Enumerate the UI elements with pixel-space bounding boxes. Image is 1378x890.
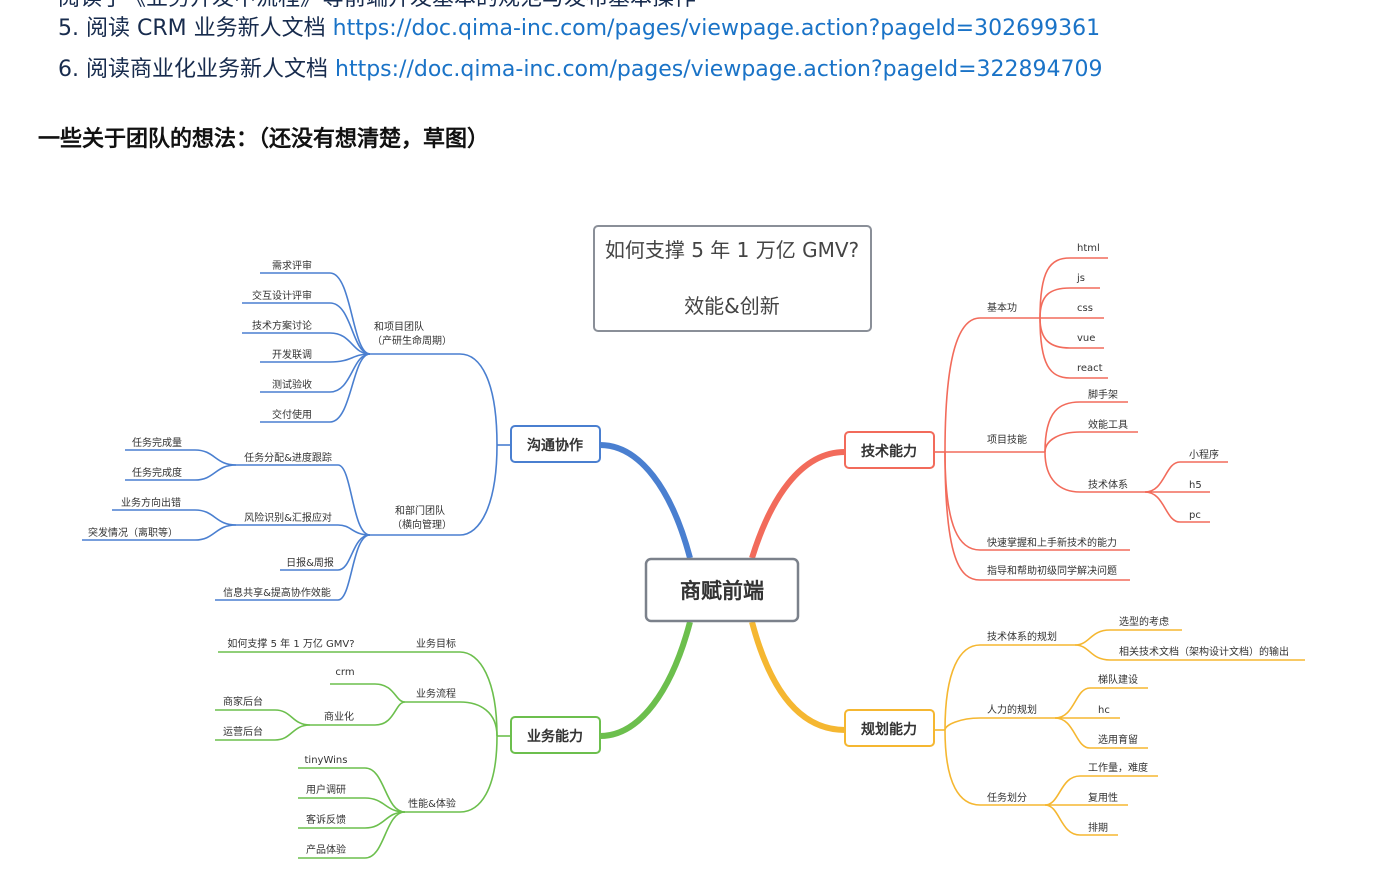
system-item-3: pc	[1189, 510, 1201, 521]
perf-item-3: 客诉反馈	[306, 813, 346, 826]
system-item-2: h5	[1189, 480, 1202, 491]
task-split-label: 任务划分	[987, 791, 1027, 804]
partial-list-text: 阅读了《业务开发中流程》等前端开发基本的规范与发布基本操作	[58, 0, 696, 11]
tech-plan-label: 技术体系的规划	[987, 630, 1057, 643]
goal-label: 业务目标	[416, 637, 456, 650]
project-item-1: 需求评审	[272, 259, 312, 272]
risk-label: 风险识别&汇报应对	[244, 511, 332, 524]
fast-learn-label: 快速掌握和上手新技术的能力	[987, 536, 1117, 549]
task-item-2: 任务完成度	[132, 466, 182, 479]
tech-label: 技术能力	[861, 443, 917, 460]
section-heading: 一些关于团队的想法：（还没有想清楚，草图）	[38, 127, 490, 152]
perf-item-2: 用户调研	[306, 783, 346, 796]
list-item-5: 5. 阅读 CRM 业务新人文档 https://doc.qima-inc.co…	[58, 14, 1100, 44]
task-split-item-1: 工作量，难度	[1088, 761, 1148, 774]
task-split-item-2: 复用性	[1088, 791, 1118, 804]
project-item-4: 开发联调	[272, 348, 312, 361]
project-skill-label: 项目技能	[987, 433, 1027, 446]
people-plan-item-3: 选用育留	[1098, 733, 1138, 746]
commercial-label: 商业化	[324, 710, 354, 723]
scaffold-label: 脚手架	[1088, 388, 1118, 401]
process-label: 业务流程	[416, 687, 456, 700]
mindmap-title-box	[593, 225, 872, 332]
people-plan-item-2: hc	[1098, 705, 1110, 716]
project-team-label-2: （产研生命周期）	[372, 334, 452, 347]
project-item-5: 测试验收	[272, 378, 312, 391]
list-number: 6.	[58, 57, 79, 82]
mentor-label: 指导和帮助初级同学解决问题	[987, 564, 1117, 577]
list-number: 5.	[58, 16, 79, 41]
basics-item-js: js	[1076, 273, 1085, 284]
center-node	[644, 557, 800, 623]
mindmap-title-line1: 如何支撑 5 年 1 万亿 GMV?	[605, 238, 859, 262]
tech-system-label: 技术体系	[1088, 478, 1128, 491]
project-item-6: 交付使用	[272, 408, 312, 421]
list-label: 阅读商业化业务新人文档	[86, 57, 329, 82]
commercial-item-1: 商家后台	[223, 695, 263, 708]
perf-label: 性能&体验	[408, 797, 456, 810]
commercial-item-2: 运营后台	[223, 725, 263, 738]
center-node-label: 商赋前端	[680, 579, 764, 603]
task-item-1: 任务完成量	[132, 436, 182, 449]
list-item-6: 6. 阅读商业化业务新人文档 https://doc.qima-inc.com/…	[58, 55, 1102, 85]
efficiency-tool-label: 效能工具	[1088, 418, 1128, 431]
dept-team-label-2: （横向管理）	[392, 518, 452, 531]
task-split-item-3: 排期	[1088, 821, 1108, 834]
partial-list-item: 阅读了《业务开发中流程》等前端开发基本的规范与发布基本操作	[58, 0, 696, 12]
people-plan-label: 人力的规划	[987, 703, 1037, 716]
dept-team-label-1: 和部门团队	[395, 504, 445, 517]
communication-branch-lines	[82, 272, 693, 601]
basics-item-html: html	[1077, 243, 1100, 254]
project-item-3: 技术方案讨论	[252, 319, 312, 332]
report-label: 日报&周报	[286, 556, 334, 569]
communication-node	[510, 425, 601, 463]
people-plan-item-1: 梯队建设	[1098, 673, 1138, 686]
communication-label: 沟通协作	[527, 437, 583, 454]
task-assign-label: 任务分配&进度跟踪	[244, 451, 332, 464]
tech-plan-item-2: 相关技术文档（架构设计文档）的输出	[1119, 645, 1289, 658]
risk-item-1: 业务方向出错	[121, 496, 181, 509]
basics-item-react: react	[1077, 363, 1103, 374]
system-item-1: 小程序	[1189, 448, 1219, 461]
tech-plan-item-1: 选型的考虑	[1119, 615, 1169, 628]
perf-item-4: 产品体验	[306, 843, 346, 856]
basics-label: 基本功	[987, 301, 1017, 314]
goal-item: 如何支撑 5 年 1 万亿 GMV?	[227, 637, 354, 650]
tech-branch-lines	[749, 257, 1228, 581]
mindmap-title-line2: 效能&创新	[684, 294, 780, 318]
crm-doc-link[interactable]: https://doc.qima-inc.com/pages/viewpage.…	[332, 16, 1101, 41]
commercial-doc-link[interactable]: https://doc.qima-inc.com/pages/viewpage.…	[335, 57, 1103, 82]
risk-item-2: 突发情况（离职等）	[88, 526, 178, 539]
share-label: 信息共享&提高协作效能	[223, 586, 331, 599]
basics-item-css: css	[1077, 303, 1093, 314]
business-branch-lines	[215, 621, 693, 859]
planning-branch-lines	[749, 621, 1305, 836]
project-item-2: 交互设计评审	[252, 289, 312, 302]
business-label: 业务能力	[527, 728, 583, 745]
list-label: 阅读 CRM 业务新人文档	[86, 16, 326, 41]
mindmap-image: 如何支撑 5 年 1 万亿 GMV? 效能&创新 商赋前端 沟通协作 业务能力 …	[82, 225, 1305, 859]
project-team-label-1: 和项目团队	[374, 320, 424, 333]
crm-label: crm	[335, 667, 354, 678]
perf-item-1: tinyWins	[305, 755, 348, 766]
business-node	[510, 716, 601, 754]
planning-node	[844, 709, 935, 747]
tech-node	[844, 431, 935, 469]
planning-label: 规划能力	[861, 721, 917, 738]
basics-item-vue: vue	[1077, 333, 1095, 344]
